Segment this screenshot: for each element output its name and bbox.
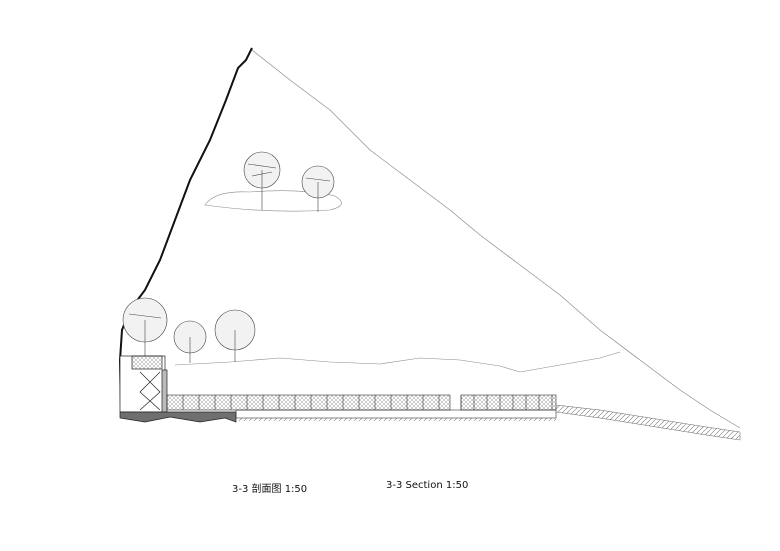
fence-posts <box>166 395 553 410</box>
tree <box>214 309 256 362</box>
tree <box>301 165 335 212</box>
mound <box>204 190 342 212</box>
cliff-line <box>118 47 253 411</box>
terrain-line <box>174 351 621 373</box>
tree <box>173 320 207 363</box>
fence-short <box>460 394 557 411</box>
walkway <box>235 409 557 419</box>
building <box>119 355 237 423</box>
tree <box>243 151 281 210</box>
caption-chinese: 3-3 剖面图 1:50 <box>232 484 308 495</box>
tree <box>122 297 168 360</box>
hill-outline <box>251 49 741 429</box>
fence-long <box>166 394 451 411</box>
ground-hatch <box>555 404 741 441</box>
caption-english: 3-3 Section 1:50 <box>386 480 469 491</box>
walkway-base <box>236 418 556 421</box>
trees <box>122 151 335 363</box>
